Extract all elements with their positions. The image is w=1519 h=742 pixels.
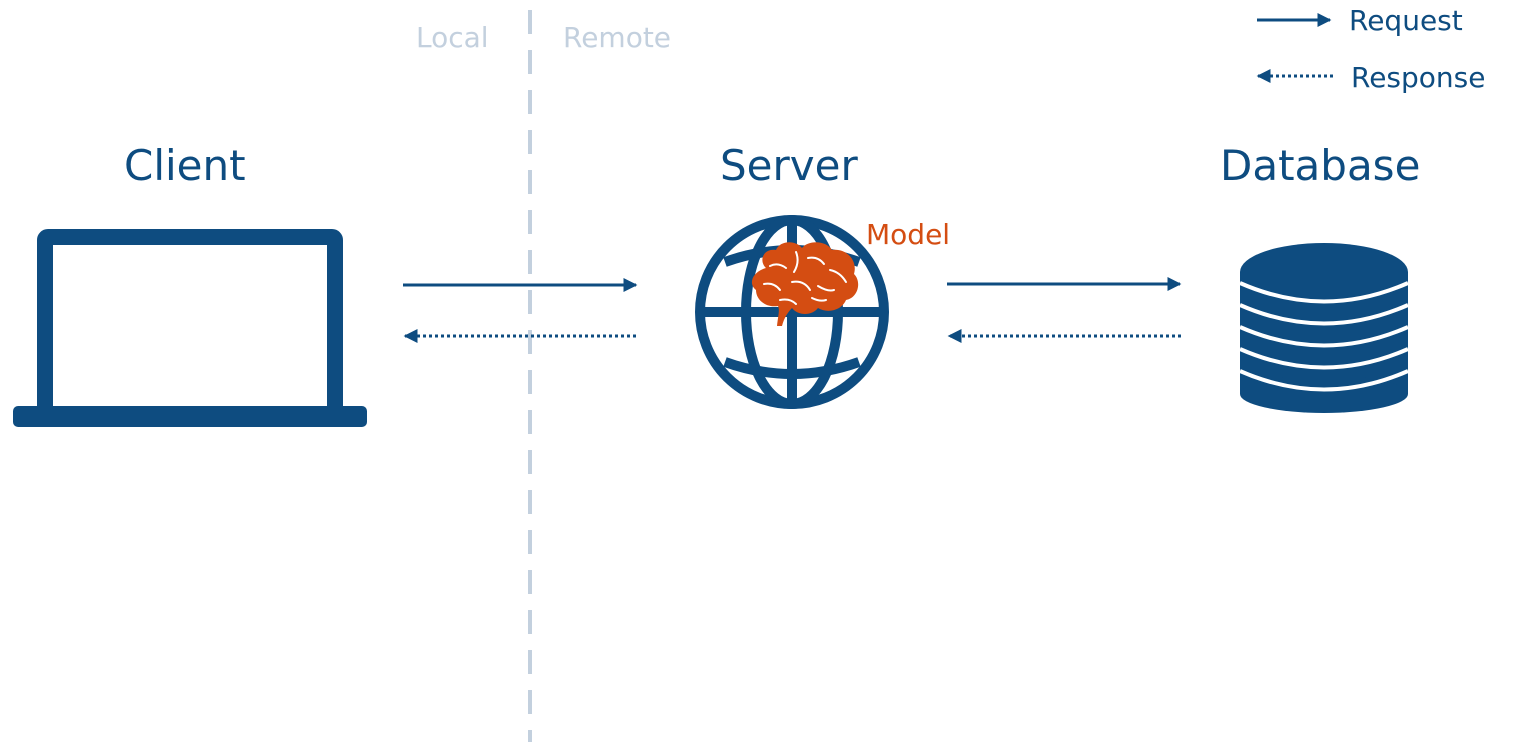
- brain-icon: [751, 242, 859, 326]
- remote-zone-label: Remote: [563, 21, 672, 54]
- database-icon: [1239, 243, 1409, 413]
- local-zone-label: Local: [416, 21, 489, 54]
- laptop-icon: [13, 229, 367, 427]
- legend-response-label: Response: [1351, 61, 1486, 94]
- legend-request-label: Request: [1349, 4, 1463, 37]
- server-title: Server: [720, 141, 858, 190]
- client-title: Client: [124, 141, 246, 190]
- database-title: Database: [1220, 141, 1421, 190]
- model-label: Model: [866, 218, 951, 251]
